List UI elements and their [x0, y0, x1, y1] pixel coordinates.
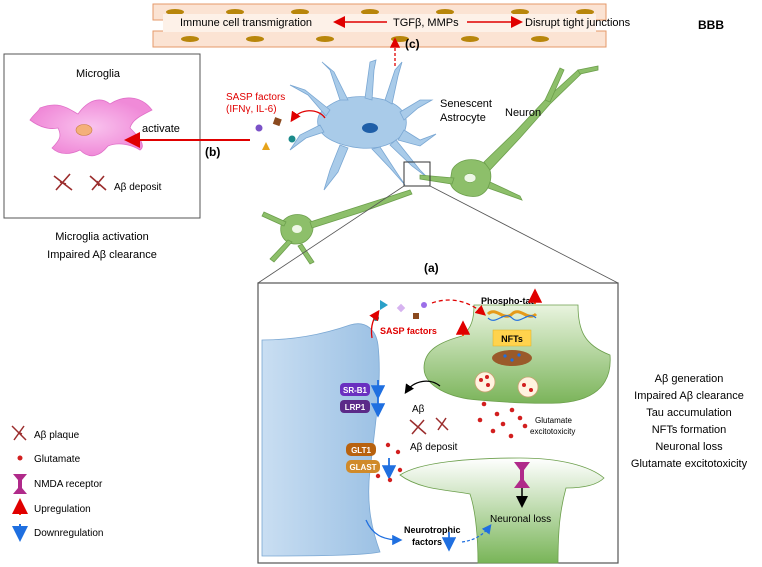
- neuron-cell-lower: [261, 189, 413, 265]
- label-a: (a): [424, 261, 439, 275]
- glt1-label: GLT1: [351, 446, 371, 455]
- astrocyte-label-line2: Astrocyte: [440, 112, 486, 124]
- nmda-receptor-icon: [13, 474, 27, 494]
- sasp-label-line2: (IFNγ, IL-6): [226, 104, 277, 115]
- released-glutamate: [477, 401, 528, 439]
- neurotrophic-label-line1: Neurotrophic: [404, 525, 461, 535]
- legend-label: Downregulation: [34, 528, 104, 539]
- legend-label: Glutamate: [34, 454, 81, 465]
- sasp-particles: [255, 117, 296, 150]
- sr-b1-receptor: [340, 383, 370, 396]
- inset-nmda-receptor: [514, 462, 530, 488]
- nft-tangle: [492, 350, 532, 366]
- neuron-nucleus: [463, 173, 477, 183]
- phospho-tau-label: Phospho-tau: [481, 296, 536, 306]
- neuron-lower-nucleus: [292, 225, 302, 233]
- effect-item: Glutamate excitotoxicity: [631, 458, 748, 470]
- neuron-cell: [419, 65, 599, 201]
- transporter-glutamate: [375, 442, 403, 483]
- sasp-label-line1: SASP factors: [226, 92, 285, 103]
- neurotrophic-label-line2: factors: [412, 537, 442, 547]
- sr-b1-label: SR-B1: [343, 386, 368, 395]
- zoom-line-right: [429, 185, 619, 284]
- microglia-caption-line2: Impaired Aβ clearance: [47, 249, 157, 261]
- phospho-tau-fibers: [486, 310, 538, 321]
- inset-postsynaptic-neuron: [399, 457, 605, 564]
- inset-astrocyte: [261, 323, 381, 557]
- legend-label: Aβ plaque: [34, 430, 80, 441]
- microglia-abeta-deposit: [53, 173, 107, 191]
- activate-label: activate: [142, 123, 180, 135]
- bbb-left-text: Immune cell transmigration: [180, 17, 312, 29]
- effect-item: Neuronal loss: [655, 441, 723, 453]
- inset-abeta-label: Aβ: [412, 404, 425, 415]
- lrp1-receptor: [340, 400, 370, 413]
- effect-item: Tau accumulation: [646, 407, 732, 419]
- sasp-release-arrow: [290, 110, 326, 123]
- neuronal-loss-label: Neuronal loss: [490, 514, 551, 525]
- astrocyte-label-line1: Senescent: [440, 98, 492, 110]
- synaptic-vesicles: [474, 371, 539, 398]
- astrocyte-nucleus: [362, 123, 378, 133]
- zoom-region: [403, 161, 431, 187]
- glutamate-dot-icon: [17, 455, 23, 461]
- effect-item: Aβ generation: [655, 373, 724, 385]
- glutamate-label-line1: Glutamate: [535, 416, 572, 425]
- microglia-caption-line1: Microglia activation: [55, 231, 149, 243]
- neuron-label: Neuron: [505, 107, 541, 119]
- label-b: (b): [205, 145, 220, 159]
- bbb-center-text: TGFβ, MMPs: [393, 17, 459, 29]
- legend-label: Upregulation: [34, 504, 91, 515]
- neurotrophic-to-neuron-arrow: [461, 524, 492, 543]
- microglia-title: Microglia: [76, 68, 121, 80]
- neurotrophic-release-arrow: [365, 519, 403, 546]
- bbb-label: BBB: [698, 18, 724, 32]
- inset-sasp-label: SASP factors: [380, 326, 437, 336]
- abeta-plaque-icon: [11, 425, 27, 441]
- inset-abeta-deposit: [409, 417, 449, 435]
- microglia-cell: [29, 97, 153, 157]
- label-c: (c): [405, 37, 420, 51]
- inset-abeta-deposit-label: Aβ deposit: [410, 442, 458, 453]
- nfts-box: [492, 329, 532, 347]
- glast-transporter: [346, 460, 380, 473]
- microglia-deposit-label: Aβ deposit: [114, 182, 162, 193]
- inset-sasp-release-arrow: [369, 309, 380, 339]
- effects-list: Aβ generation Impaired Aβ clearance Tau …: [631, 373, 748, 470]
- zoom-line-left: [257, 185, 405, 284]
- effect-item: NFTs formation: [652, 424, 727, 436]
- legend-label: NMDA receptor: [34, 479, 103, 490]
- legend: Aβ plaque Glutamate NMDA receptor Upregu…: [11, 425, 104, 542]
- bbb-right-text: Disrupt tight junctions: [525, 17, 631, 29]
- abeta-uptake-arrow: [404, 380, 441, 394]
- glutamate-label-line2: excitotoxicity: [530, 427, 575, 436]
- glt1-transporter: [346, 443, 376, 456]
- sasp-to-tau-arrow: [431, 299, 486, 316]
- effect-item: Impaired Aβ clearance: [634, 390, 744, 402]
- glast-label: GLAST: [349, 463, 376, 472]
- nfts-label: NFTs: [501, 334, 523, 344]
- lrp1-label: LRP1: [345, 403, 366, 412]
- senescent-astrocyte: [289, 59, 437, 191]
